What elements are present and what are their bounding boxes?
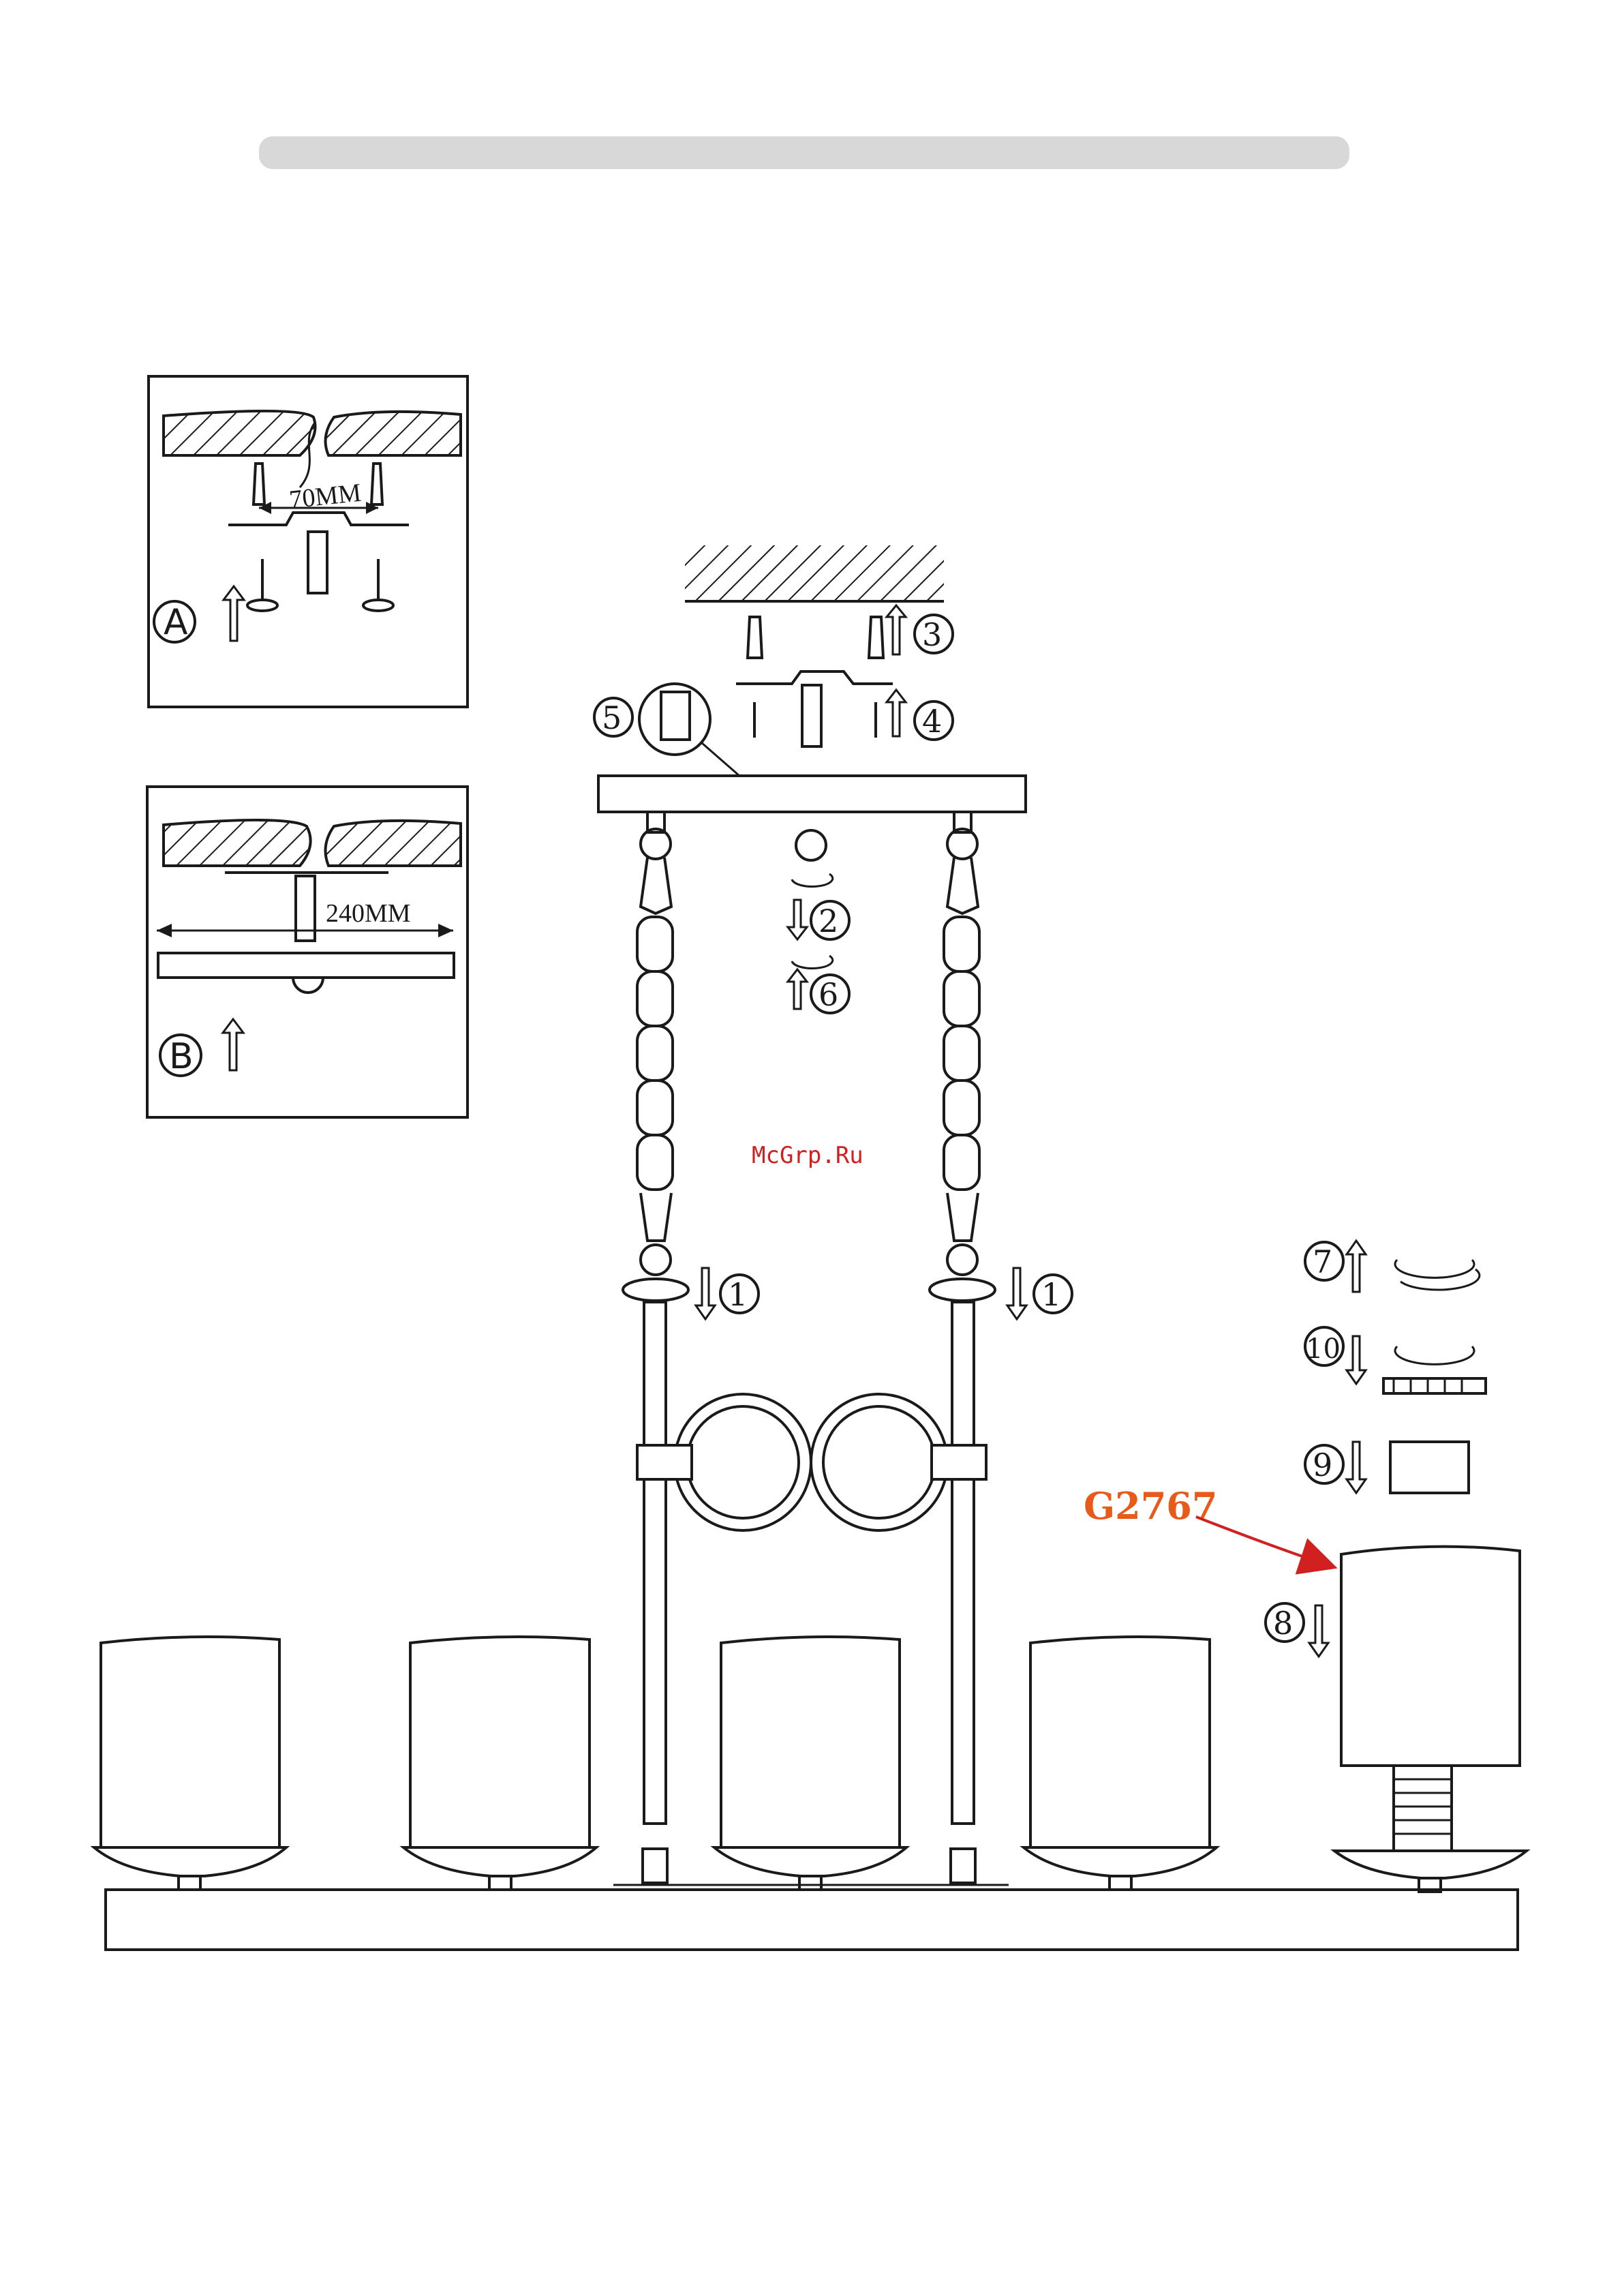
arrow-up-icon [1347, 1241, 1366, 1292]
panel-a: 70MM A [149, 376, 468, 707]
ceiling-hatch-icon [164, 411, 461, 455]
chain-icon [623, 812, 688, 1301]
panel-b-letter: B [169, 1036, 194, 1077]
anchor-plug-icon [748, 617, 883, 658]
lamp-shade-icon [403, 1637, 596, 1890]
step-5-label: 5 [602, 699, 622, 736]
step-10-label: 10 [1306, 1333, 1341, 1365]
step-6-label: 6 [818, 976, 838, 1013]
rotate-icon [1395, 1260, 1480, 1290]
panel-b: 240MM B [147, 787, 468, 1117]
panel-a-letter: A [164, 602, 188, 643]
lamp-shade-icon [1024, 1637, 1216, 1890]
ceiling-mount: 3 4 5 [594, 545, 953, 776]
lamp-shade-icon [94, 1637, 286, 1890]
lamp-shade-icon [1334, 1547, 1527, 1892]
step-9-label: 9 [1313, 1447, 1332, 1483]
arrow-down-icon [1347, 1442, 1366, 1493]
arrow-down-icon [788, 900, 807, 939]
arrow-up-icon [223, 1019, 243, 1070]
step-1-left-label: 1 [728, 1276, 748, 1313]
arrow-down-icon [1347, 1336, 1366, 1384]
step-3-label: 3 [922, 616, 942, 653]
watermark: McGrp.Ru [752, 1142, 863, 1169]
step-2-label: 2 [818, 903, 838, 939]
step-7-label: 7 [1313, 1243, 1332, 1280]
model-label: G2767 [1084, 1484, 1217, 1528]
canopy [598, 776, 1026, 860]
rotate-icon [1395, 1346, 1474, 1364]
step-1-right-label: 1 [1041, 1276, 1061, 1313]
suspension-rods [644, 1302, 974, 1824]
base-bar [106, 1890, 1518, 1950]
header-blur [259, 136, 1349, 169]
lamp-shade-icon [714, 1637, 906, 1890]
ceiling-hatch-icon [685, 545, 944, 601]
ceiling-hatch-icon [164, 820, 461, 866]
panel-b-dimension: 240MM [326, 899, 411, 928]
arrow-down-icon [1309, 1605, 1328, 1657]
panel-a-dimension: 70MM [288, 479, 362, 515]
arrow-up-icon [224, 586, 244, 641]
step-8-label: 8 [1273, 1605, 1293, 1642]
step-4-label: 4 [922, 703, 942, 740]
screw-icon [247, 559, 393, 611]
arrow-up-icon [788, 969, 807, 1009]
decorative-rings [637, 1394, 986, 1530]
screw-icon [754, 702, 876, 738]
chain-icon [930, 812, 995, 1301]
